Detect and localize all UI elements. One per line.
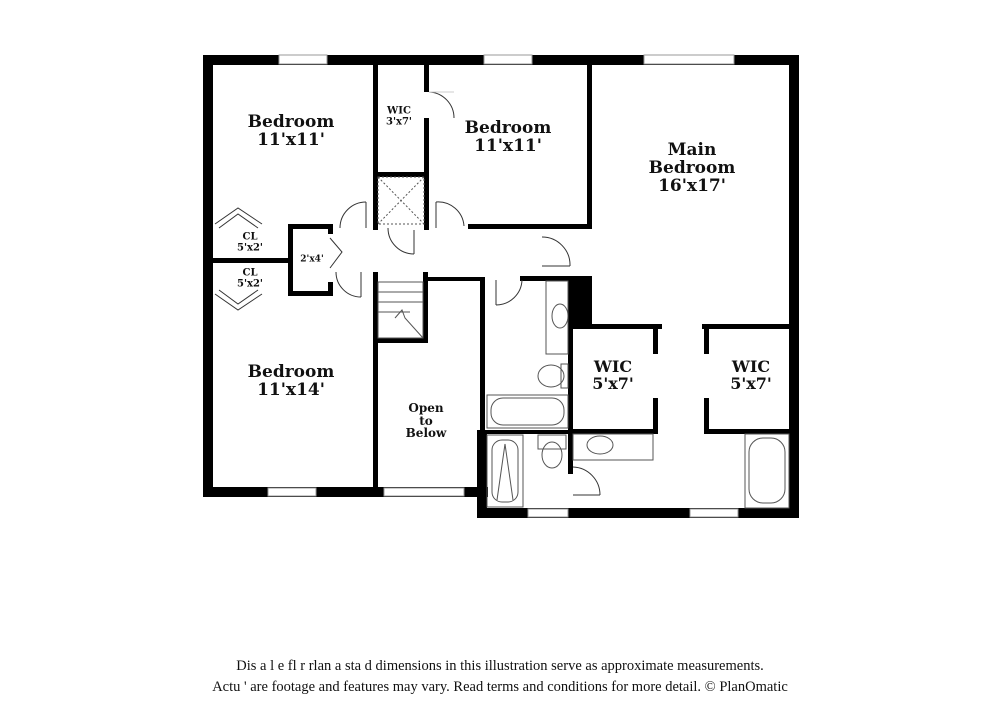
disclaimer-line-2: Actu ' are footage and features may vary… xyxy=(212,679,788,695)
room-label-bedroom-nw: Bedroom 11'x11' xyxy=(247,112,335,150)
fixtures xyxy=(377,176,790,509)
room-label-main-bedroom: Main Bedroom 16'x17' xyxy=(648,140,736,196)
room-label-closet-2: CL 5'x2' xyxy=(236,267,264,289)
room-label-bedroom-n: Bedroom 11'x11' xyxy=(464,118,552,156)
windows xyxy=(267,54,739,518)
room-label-wic-main-1: WIC 5'x7' xyxy=(592,357,634,393)
room-label-open-to-below: Open to Below xyxy=(405,401,447,441)
room-label-linen-closet: 2'x4' xyxy=(300,254,324,265)
room-label-wic-main-2: WIC 5'x7' xyxy=(730,357,772,393)
room-label-bedroom-sw: Bedroom 11'x14' xyxy=(247,362,335,400)
interior-walls xyxy=(213,62,792,487)
room-label-wic-small: WIC 3'x7' xyxy=(385,105,413,127)
room-label-closet-1: CL 5'x2' xyxy=(236,231,264,253)
disclaimer: Dis a l e fl r rlan a sta d dimensions i… xyxy=(0,656,1000,698)
disclaimer-line-1: Dis a l e fl r rlan a sta d dimensions i… xyxy=(236,658,764,674)
doors xyxy=(214,91,601,496)
